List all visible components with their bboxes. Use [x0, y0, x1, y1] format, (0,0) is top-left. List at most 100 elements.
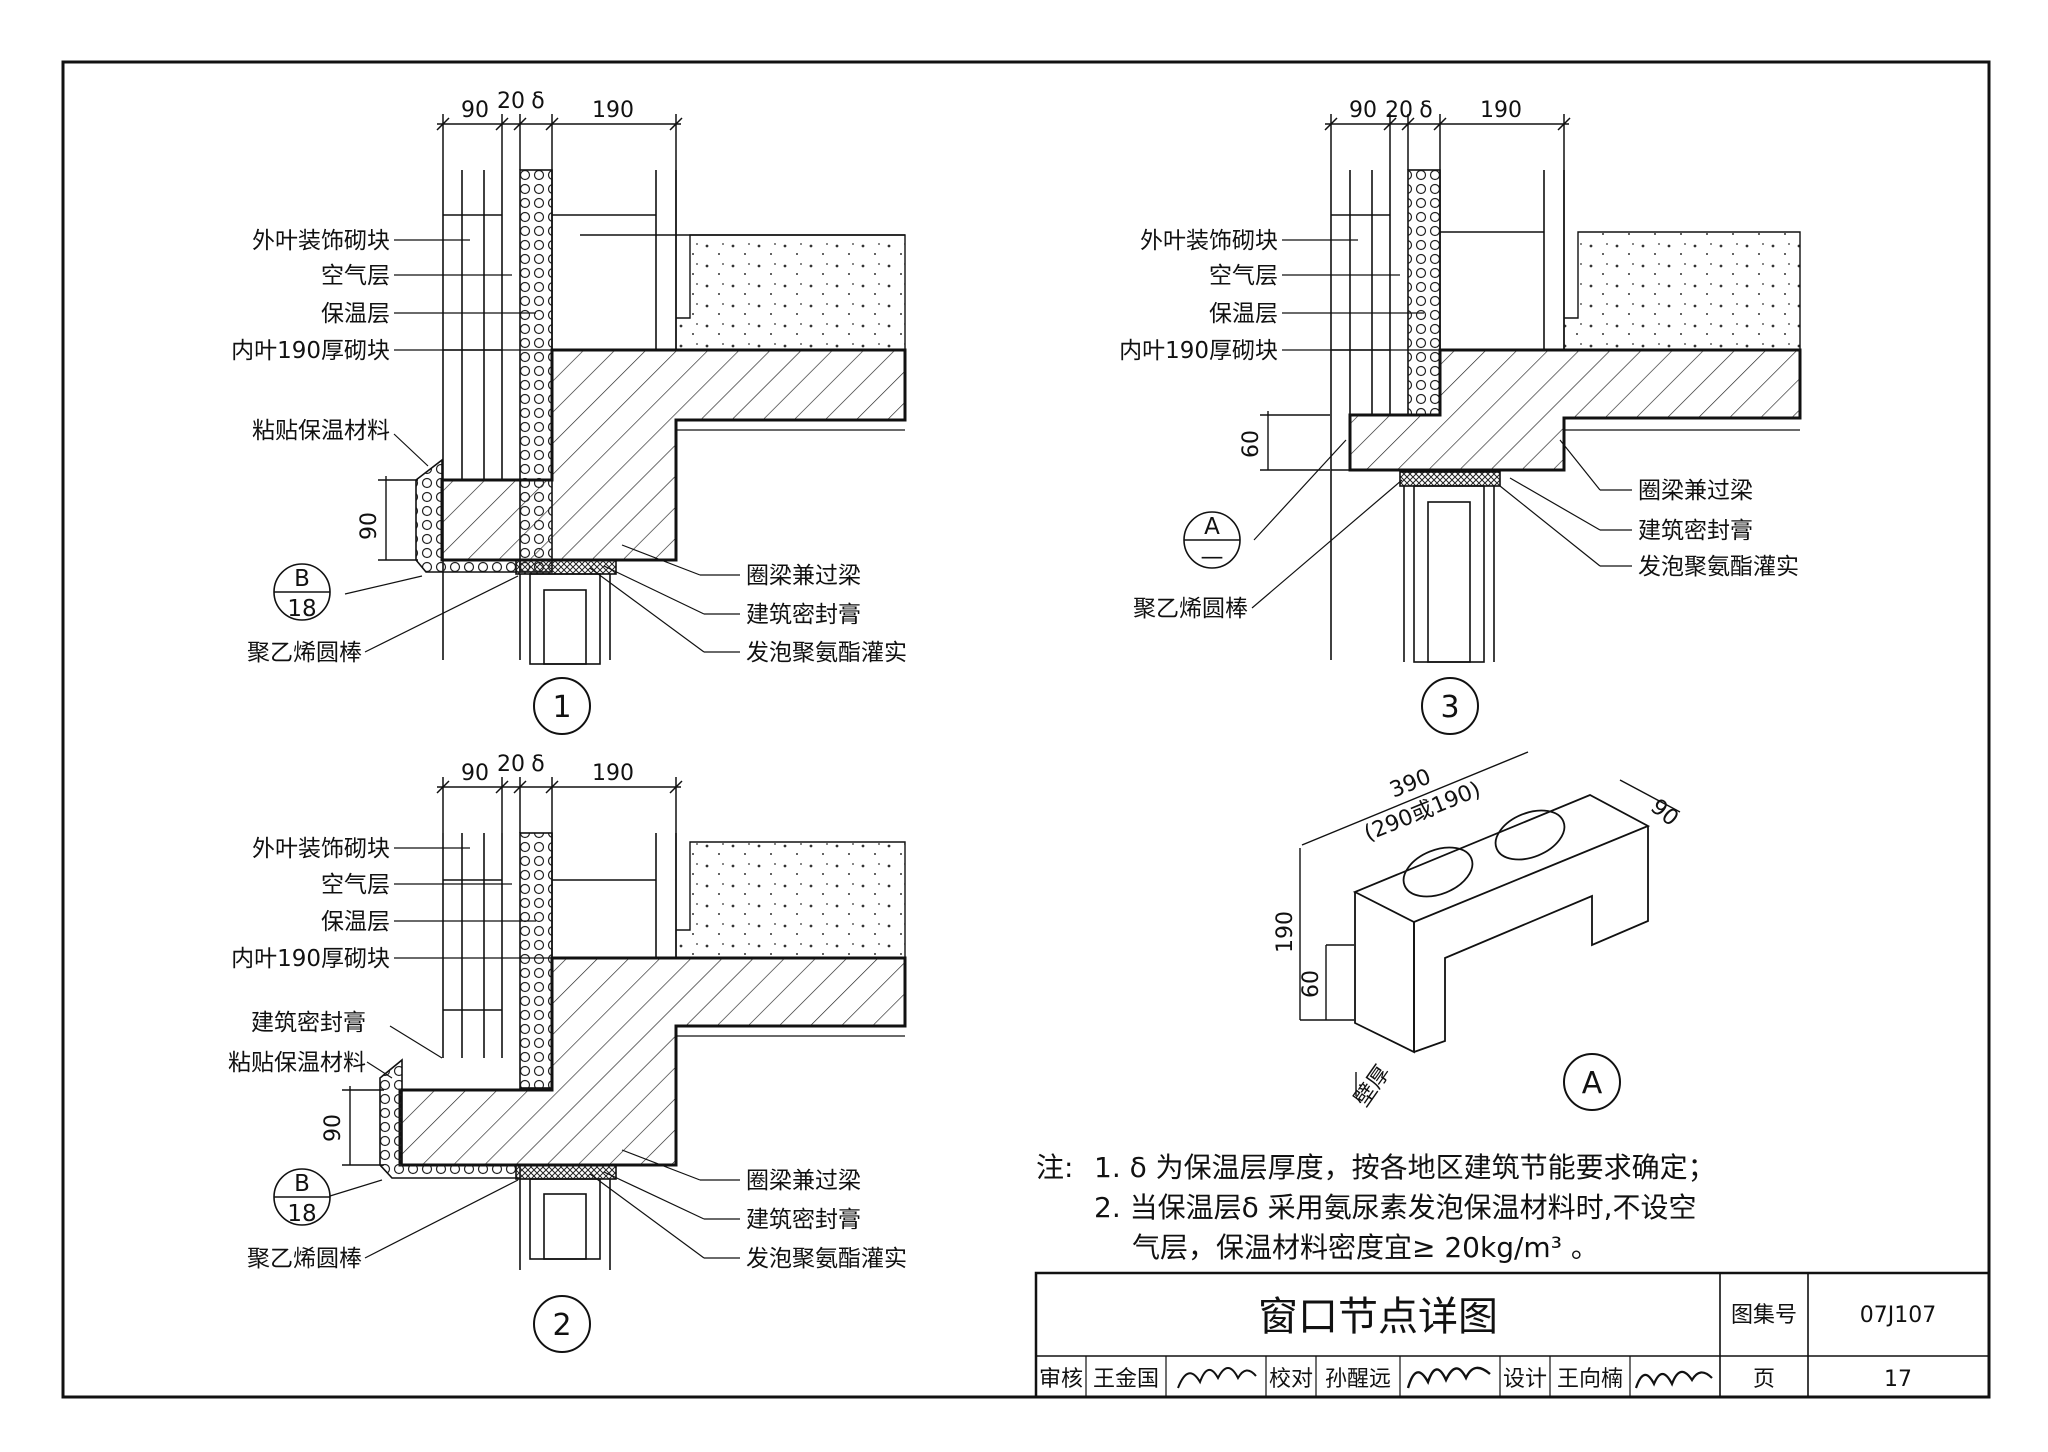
- label-sealant-outer: 建筑密封膏: [251, 1010, 366, 1036]
- label-ring-beam: 圈梁兼过梁: [1638, 478, 1753, 504]
- block-a-height: 190: [1273, 911, 1298, 953]
- vdim-90: 90: [321, 1114, 346, 1142]
- ring-beam: [440, 348, 907, 562]
- detail-number: 3: [1440, 690, 1459, 725]
- label-pu-foam: 发泡聚氨酯灌实: [1638, 554, 1799, 580]
- label-inner-leaf: 内叶190厚砌块: [231, 338, 390, 364]
- svg-text:B: B: [294, 1171, 310, 1197]
- block-a-dims: [1299, 751, 1681, 1096]
- label-adhered-insulation: 粘贴保温材料: [252, 418, 390, 444]
- check-label: 校对: [1269, 1367, 1313, 1392]
- outer-leaf-block: [1330, 170, 1391, 660]
- page-label: 页: [1753, 1367, 1775, 1392]
- inner-leaf-block: [551, 833, 677, 958]
- block-a-isometric: [1352, 794, 1651, 1054]
- block-a-wall: 壁厚: [1350, 1061, 1396, 1111]
- label-sealant: 建筑密封膏: [1638, 518, 1753, 544]
- floor-screed: [675, 170, 906, 351]
- dim-20: 20: [497, 89, 525, 114]
- svg-text:18: 18: [287, 596, 316, 622]
- reference-bubble: A —: [1183, 511, 1241, 570]
- insulation-layer: [1407, 169, 1441, 416]
- label-outer-leaf: 外叶装饰砌块: [252, 836, 390, 862]
- label-inner-leaf: 内叶190厚砌块: [1119, 338, 1278, 364]
- vdim-90: 90: [357, 512, 382, 540]
- outer-leaf-block: [442, 170, 503, 660]
- label-air-layer: 空气层: [321, 872, 390, 898]
- svg-text:B: B: [294, 566, 310, 592]
- dimension-line: [436, 777, 683, 833]
- detail-1: 90 20 δ 190: [231, 89, 907, 735]
- svg-text:A: A: [1204, 514, 1220, 540]
- label-inner-leaf: 内叶190厚砌块: [231, 946, 390, 972]
- block-a-width: 90: [1645, 794, 1683, 831]
- note-2-cont: 气层，保温材料密度宜≥ 20kg/m³ 。: [1132, 1231, 1599, 1264]
- label-ring-beam: 圈梁兼过梁: [746, 563, 861, 589]
- atlas-label: 图集号: [1731, 1303, 1797, 1328]
- dim-90: 90: [461, 761, 489, 786]
- design-signature: [1634, 1370, 1713, 1389]
- block-a-notch: 60: [1299, 970, 1324, 998]
- label-insulation: 保温层: [1209, 301, 1278, 327]
- title-block: [1034, 1271, 1991, 1399]
- block-a-label: A: [1582, 1066, 1603, 1101]
- dim-90: 90: [1349, 98, 1377, 123]
- label-outer-leaf: 外叶装饰砌块: [1140, 228, 1278, 254]
- detail-3: 90 20 δ 190: [1119, 98, 1802, 735]
- label-pe-rod: 聚乙烯圆棒: [1133, 596, 1248, 622]
- svg-text:—: —: [1201, 544, 1224, 570]
- label-insulation: 保温层: [321, 301, 390, 327]
- review-label: 审核: [1039, 1367, 1083, 1392]
- check-name: 孙醒远: [1325, 1367, 1391, 1392]
- label-pu-foam: 发泡聚氨酯灌实: [746, 640, 907, 666]
- ring-beam: [398, 956, 907, 1167]
- design-name: 王向楠: [1557, 1367, 1623, 1392]
- label-ring-beam: 圈梁兼过梁: [746, 1168, 861, 1194]
- dimension-line: [1324, 114, 1571, 170]
- label-pu-foam: 发泡聚氨酯灌实: [746, 1246, 907, 1272]
- sheet-border: [61, 60, 1991, 1399]
- review-signature: [1177, 1367, 1257, 1389]
- note-1: 1. δ 为保温层厚度，按各地区建筑节能要求确定；: [1094, 1151, 1716, 1184]
- insulation-layer: [519, 832, 553, 1089]
- label-pe-rod: 聚乙烯圆棒: [247, 1246, 362, 1272]
- svg-text:18: 18: [287, 1201, 316, 1227]
- dim-90: 90: [461, 98, 489, 123]
- label-air-layer: 空气层: [321, 263, 390, 289]
- label-adhered-insulation: 粘贴保温材料: [228, 1050, 366, 1076]
- dim-20: 20: [497, 752, 525, 777]
- detail-number: 2: [552, 1308, 571, 1343]
- design-label: 设计: [1503, 1367, 1547, 1392]
- window-frame: [1399, 471, 1501, 663]
- label-sealant: 建筑密封膏: [746, 1207, 861, 1233]
- dim-delta: δ: [531, 752, 544, 777]
- inner-leaf-block: [1439, 170, 1565, 350]
- notes-prefix: 注:: [1036, 1151, 1073, 1184]
- review-name: 王金国: [1093, 1367, 1159, 1392]
- outer-leaf-block: [442, 833, 503, 1058]
- dimension-line: [436, 114, 683, 170]
- check-signature: [1406, 1366, 1491, 1389]
- notes: 注: 1. δ 为保温层厚度，按各地区建筑节能要求确定； 2. 当保温层δ 采用…: [1036, 1151, 1716, 1264]
- sheet-title: 窗口节点详图: [1258, 1294, 1498, 1340]
- label-outer-leaf: 外叶装饰砌块: [252, 228, 390, 254]
- label-air-layer: 空气层: [1209, 263, 1278, 289]
- note-2: 2. 当保温层δ 采用氨尿素发泡保温材料时,不设空: [1094, 1191, 1697, 1224]
- reference-bubble: B 18: [273, 1168, 331, 1227]
- dim-delta: δ: [1419, 98, 1432, 123]
- page-number: 17: [1884, 1367, 1912, 1392]
- atlas-number: 07J107: [1860, 1303, 1936, 1328]
- floor-screed: [1563, 170, 1801, 351]
- dim-190: 190: [592, 98, 634, 123]
- dim-190: 190: [592, 761, 634, 786]
- dim-delta: δ: [531, 89, 544, 114]
- reference-bubble: B 18: [273, 563, 331, 622]
- label-sealant: 建筑密封膏: [746, 602, 861, 628]
- vdim-60: 60: [1239, 430, 1264, 458]
- floor-screed: [675, 833, 906, 959]
- window-frame: [515, 559, 617, 665]
- dim-190: 190: [1480, 98, 1522, 123]
- detail-number: 1: [552, 690, 571, 725]
- label-pe-rod: 聚乙烯圆棒: [247, 640, 362, 666]
